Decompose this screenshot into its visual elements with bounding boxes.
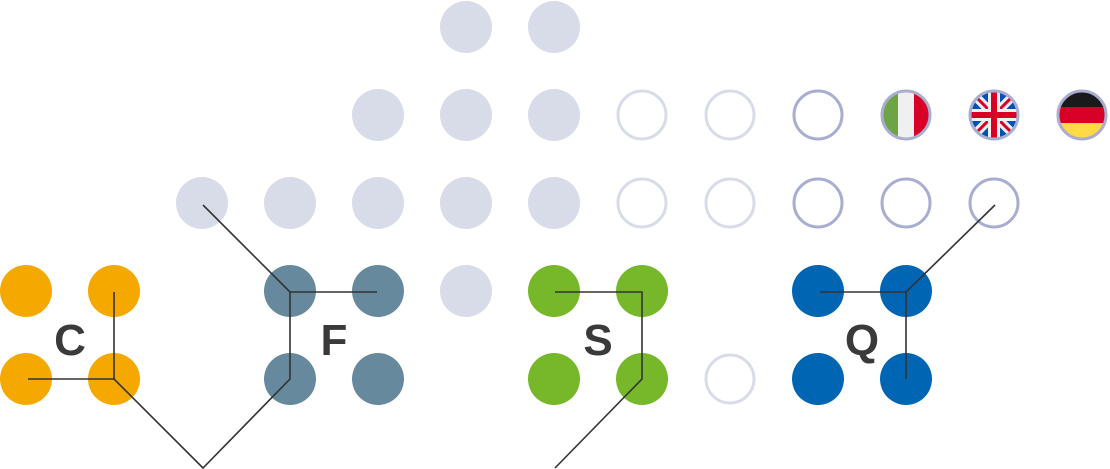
background-dots (176, 1, 580, 317)
group-q-dot (792, 265, 844, 317)
group-s-dot (616, 265, 668, 317)
connector-line-f (202, 204, 291, 293)
group-c-letter: C (54, 316, 86, 365)
ring-dot (616, 89, 668, 141)
ring-dot (792, 89, 844, 141)
group-f-dot (352, 265, 404, 317)
group-q-letter: Q (845, 316, 879, 365)
group-s (528, 265, 668, 405)
ring-dot (792, 177, 844, 229)
connector-line-c-f (113, 291, 377, 469)
background-dot (440, 265, 492, 317)
connector-line-s (554, 291, 643, 469)
ring-dot (968, 177, 1020, 229)
group-c-dot (0, 353, 52, 405)
ring-dot (704, 89, 756, 141)
background-dot (528, 89, 580, 141)
background-dot (264, 177, 316, 229)
background-dot (528, 1, 580, 53)
background-dot (352, 177, 404, 229)
ring-dot (704, 353, 756, 405)
ring-dots (616, 89, 1020, 405)
italy-flag-icon (880, 89, 932, 141)
group-s-dot (528, 265, 580, 317)
group-s-letter: S (583, 316, 612, 365)
ring-dot (880, 177, 932, 229)
group-f-letter: F (321, 316, 348, 365)
ring-dot (704, 177, 756, 229)
group-f-dot (352, 353, 404, 405)
background-dot (352, 89, 404, 141)
germany-flag-icon (1056, 89, 1108, 141)
uk-flag-icon (968, 89, 1020, 141)
group-c-dot (0, 265, 52, 317)
background-dot (440, 177, 492, 229)
background-dot (528, 177, 580, 229)
background-dot (440, 89, 492, 141)
ring-dot (616, 177, 668, 229)
group-q-dot (792, 353, 844, 405)
connector-line-q-ring (905, 204, 996, 293)
group-s-dot (528, 353, 580, 405)
group-c-dot (88, 265, 140, 317)
background-dot (440, 1, 492, 53)
connector-lines (28, 204, 996, 469)
